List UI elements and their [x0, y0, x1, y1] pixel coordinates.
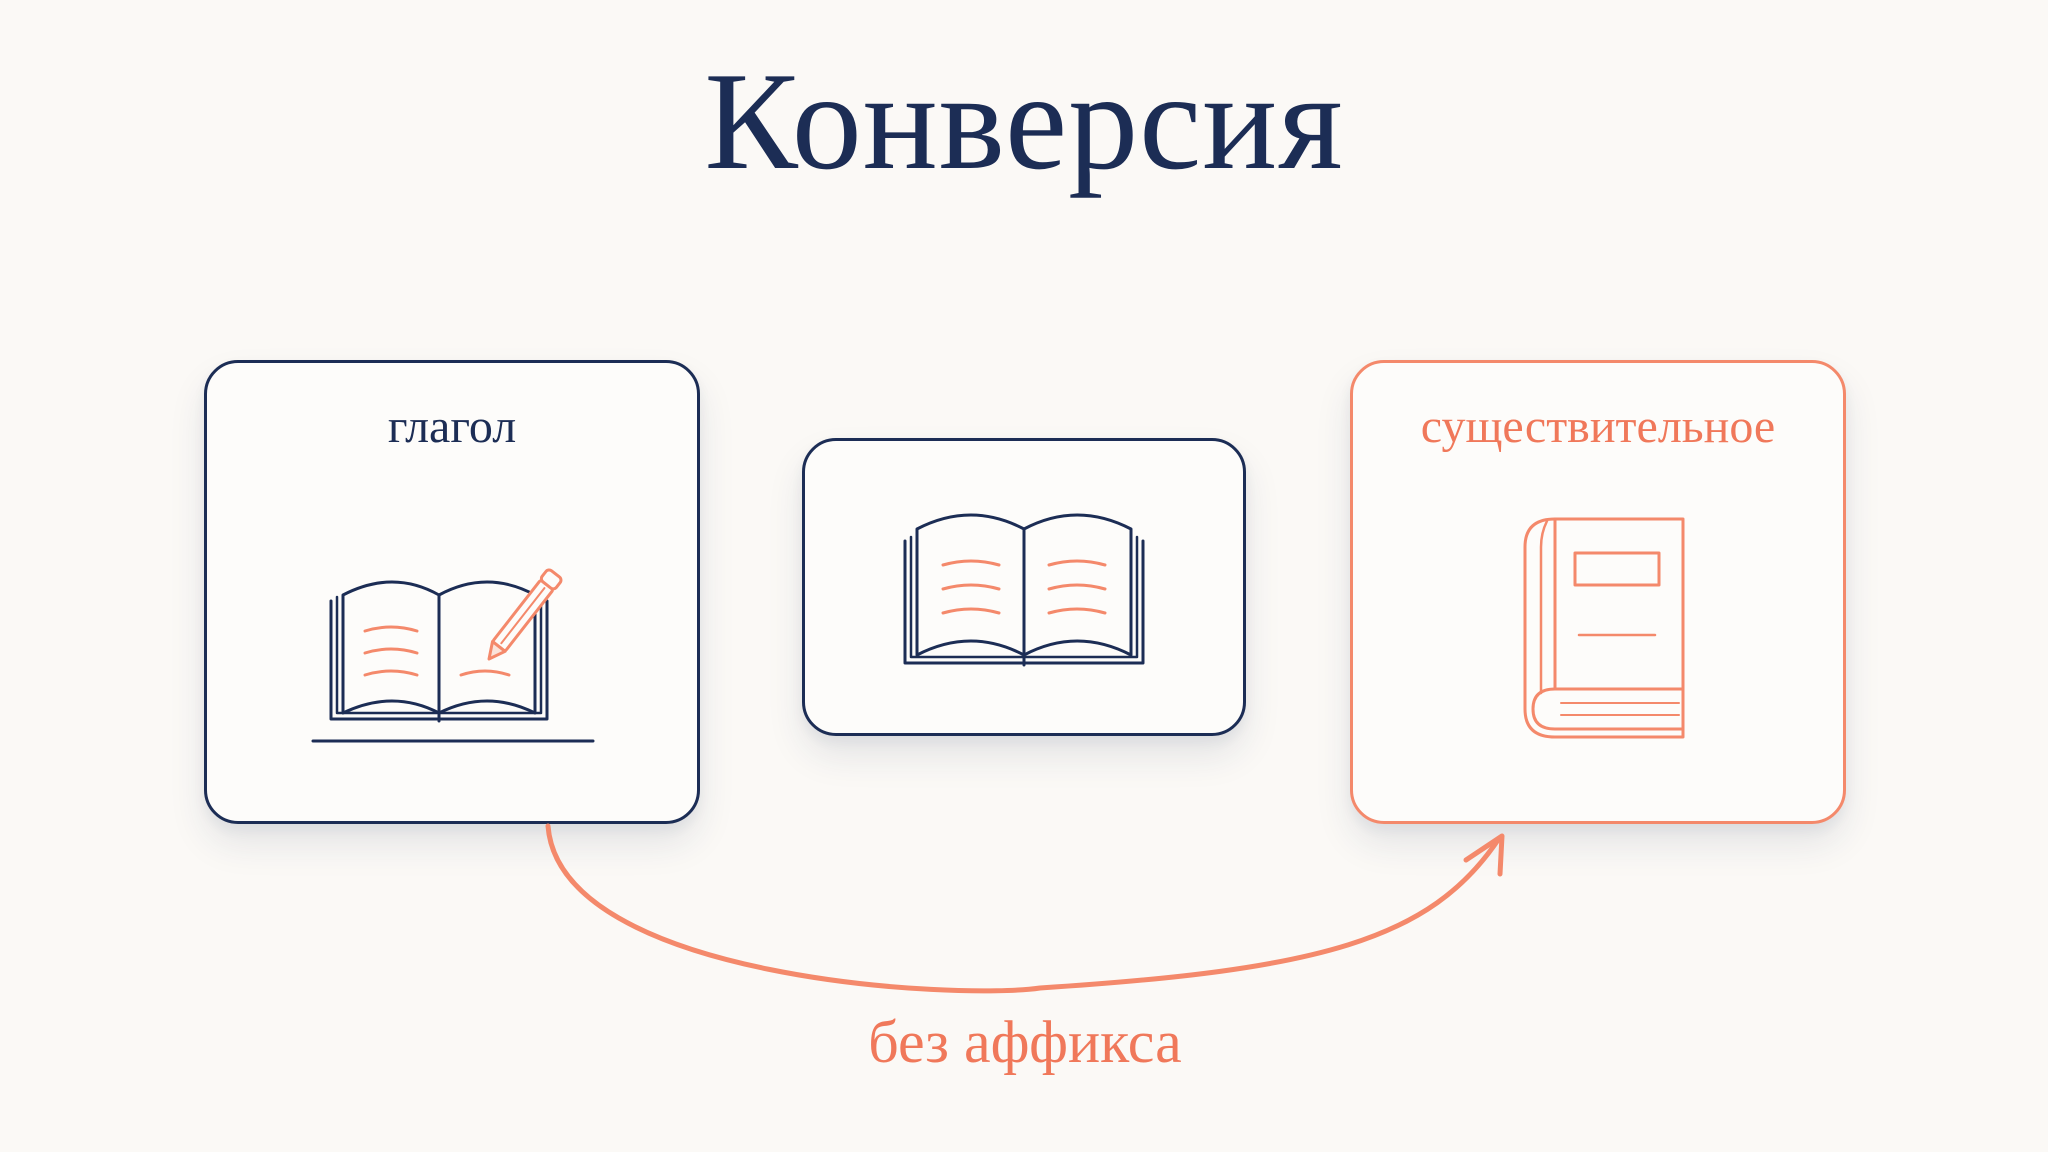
closed-book-icon: [1523, 517, 1685, 739]
card-verb: глагол: [204, 360, 700, 824]
card-verb-label: глагол: [387, 400, 517, 453]
card-middle: [802, 438, 1246, 736]
arrow-caption: без аффикса: [868, 1009, 1182, 1075]
open-book-icon: [903, 513, 1145, 667]
card-noun-label: существительное: [1420, 400, 1776, 453]
page-title: Конверсия: [704, 44, 1344, 199]
open-book-with-pencil-icon: [311, 568, 595, 743]
card-noun: существительное: [1350, 360, 1846, 824]
